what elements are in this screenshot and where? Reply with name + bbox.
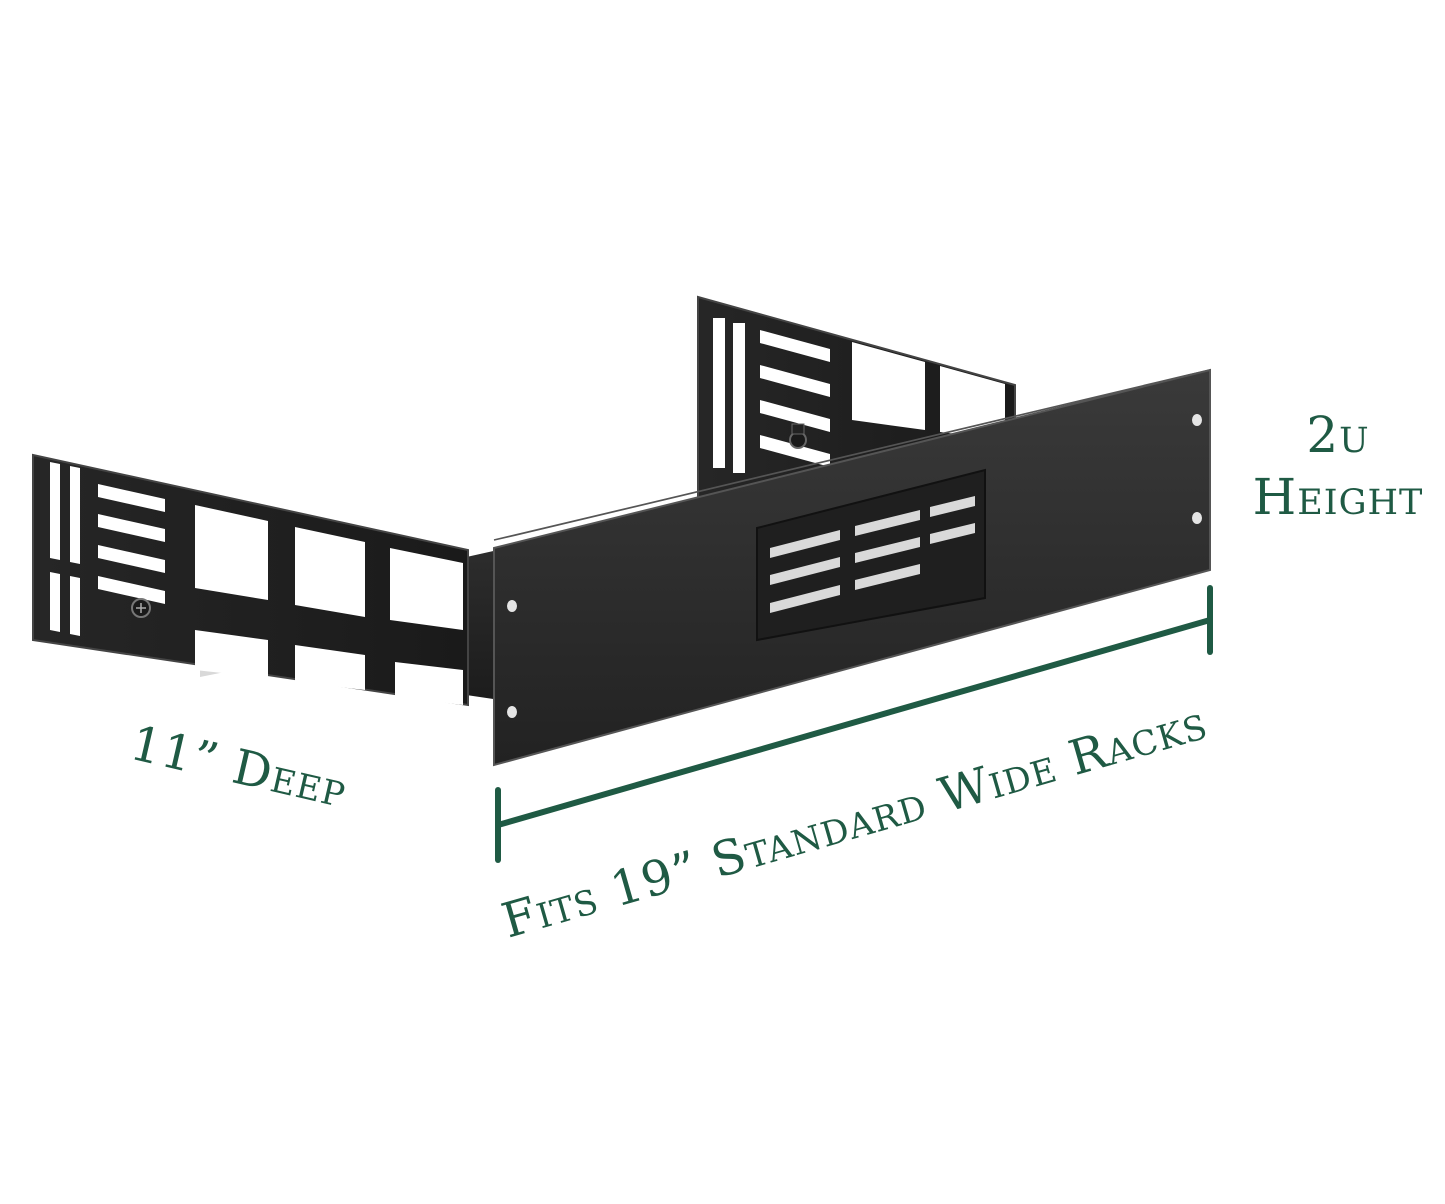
depth-label: 11” Deep — [125, 715, 352, 819]
height-number-label: 2u — [1306, 406, 1369, 464]
left-side-panel — [32, 453, 469, 707]
mount-hole — [1192, 512, 1202, 524]
mount-hole — [1192, 414, 1202, 426]
rack-shelf — [32, 295, 1211, 767]
height-word-label: Height — [1253, 468, 1424, 526]
width-dimension-line — [495, 585, 1213, 863]
mount-hole — [507, 600, 517, 612]
mount-hole — [507, 706, 517, 718]
front-faceplate — [493, 368, 1211, 767]
